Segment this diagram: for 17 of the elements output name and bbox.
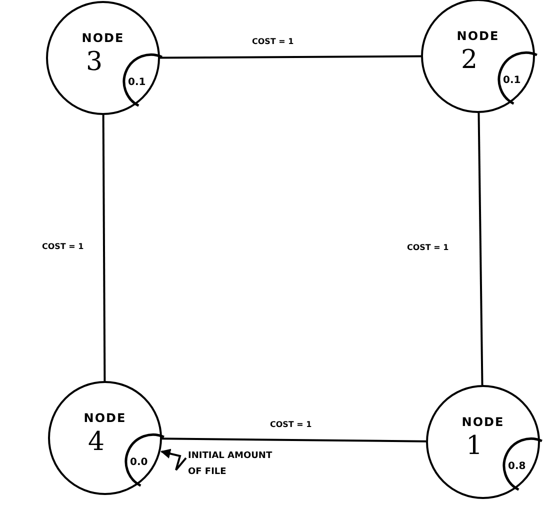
connector-line xyxy=(160,55,421,59)
edge-label: COST = 1 xyxy=(40,242,86,251)
connector-line xyxy=(162,438,426,442)
annotation-text: INITIAL AMOUNT OF FILE xyxy=(188,451,272,477)
node-title: NODE xyxy=(456,29,500,43)
node-number: 1 xyxy=(466,431,483,461)
edge-label: COST = 1 xyxy=(268,420,314,429)
node-title: NODE xyxy=(460,415,506,429)
edge-label: COST = 1 xyxy=(250,37,296,46)
node-title: NODE xyxy=(82,411,128,425)
node-number: 3 xyxy=(86,47,103,77)
node-number: 2 xyxy=(461,45,478,75)
connector-line xyxy=(102,115,106,381)
node-title: NODE xyxy=(80,31,126,45)
edge-label: COST = 1 xyxy=(405,243,451,252)
connector-line xyxy=(478,112,484,386)
node-number: 4 xyxy=(88,427,105,457)
